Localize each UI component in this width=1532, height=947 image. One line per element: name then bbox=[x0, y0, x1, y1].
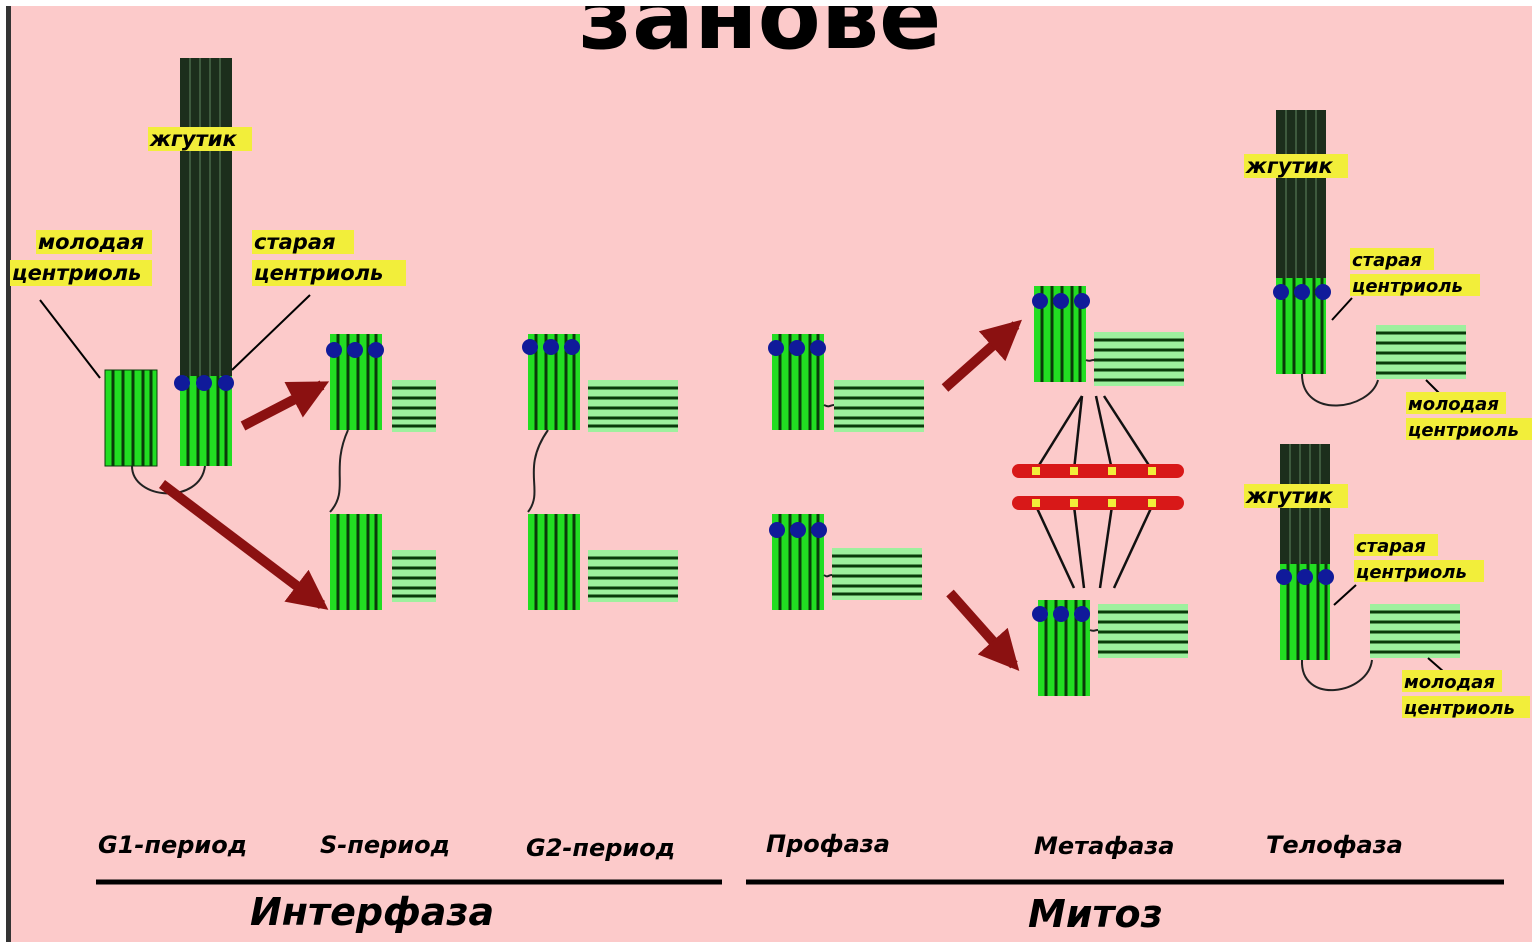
g2-stage bbox=[522, 334, 678, 610]
prophase-stage bbox=[768, 319, 1022, 671]
g1-stage: жгутик молодая центриоль старая центриол… bbox=[10, 58, 406, 610]
s-stage bbox=[326, 334, 436, 610]
flagellum-stripes bbox=[189, 58, 221, 376]
phase-label-g2: G2-период bbox=[526, 834, 675, 862]
metaphase-stage bbox=[1012, 286, 1188, 696]
centriole-pair-bottom bbox=[769, 514, 922, 610]
centriole-pair-top bbox=[768, 334, 924, 432]
chromosomes bbox=[1012, 464, 1184, 510]
centriole-pair-bottom bbox=[528, 514, 678, 610]
label-old-line1: старая bbox=[1356, 536, 1426, 557]
pointer-line bbox=[231, 294, 311, 371]
title-fragment: занове bbox=[0, 0, 1532, 70]
arrow-right bbox=[240, 380, 330, 431]
phase-label-telophase: Телофаза bbox=[1266, 831, 1403, 859]
linker-fiber bbox=[329, 429, 349, 513]
left-border-line bbox=[6, 6, 11, 942]
phase-label-s: S-период bbox=[320, 831, 450, 859]
basal-body-dots bbox=[174, 375, 234, 391]
phase-label-metaphase: Метафаза bbox=[1034, 832, 1174, 860]
phase-label-g1: G1-период bbox=[98, 831, 247, 859]
group-label-mitosis: Митоз bbox=[1028, 892, 1163, 936]
flagellum bbox=[1276, 110, 1326, 292]
label-young-line2: центриоль bbox=[1408, 420, 1519, 441]
label-young-line2: центриоль bbox=[1404, 698, 1515, 719]
label-young-line2: центриоль bbox=[12, 261, 141, 285]
label-young-line1: молодая bbox=[1404, 672, 1495, 693]
label-old-line2: центриоль bbox=[1356, 562, 1467, 583]
group-label-interphase: Интерфаза bbox=[250, 890, 494, 934]
phase-label-prophase: Профаза bbox=[766, 830, 890, 858]
arrow-up bbox=[941, 319, 1022, 392]
label-old-line1: старая bbox=[254, 230, 335, 254]
centriole-pair-top bbox=[522, 334, 678, 432]
label-flagellum: жгутик bbox=[1245, 154, 1333, 178]
spindle-pole-bottom bbox=[1032, 600, 1188, 696]
centriole-pair-bottom bbox=[330, 514, 436, 610]
label-young-line1: молодая bbox=[38, 230, 144, 254]
label-young-line1: молодая bbox=[1408, 394, 1499, 415]
phase-labels: G1-период S-период G2-период Профаза Мет… bbox=[98, 830, 1403, 862]
spindle-pole-top bbox=[1032, 286, 1184, 386]
svg-text:занове: занове bbox=[579, 0, 942, 70]
label-old-line2: центриоль bbox=[254, 261, 383, 285]
flagellum bbox=[1280, 444, 1330, 578]
arrow-down bbox=[158, 480, 329, 610]
daughter-cell-bottom: жгутик старая центриоль молодая центриол… bbox=[1244, 444, 1530, 719]
label-old-line1: старая bbox=[1352, 250, 1422, 271]
pointer-line bbox=[39, 299, 101, 379]
centriole-pair-top bbox=[326, 334, 436, 432]
label-old-line2: центриоль bbox=[1352, 276, 1463, 297]
flagellum bbox=[180, 58, 232, 376]
telophase-stage: жгутик старая центриоль молодая центриол… bbox=[1244, 110, 1532, 719]
arrow-down bbox=[946, 589, 1020, 671]
spindle-fibers bbox=[1034, 395, 1154, 589]
label-flagellum: жгутик bbox=[1245, 484, 1333, 508]
label-flagellum: жгутик bbox=[149, 127, 237, 151]
linker-fiber bbox=[527, 429, 549, 513]
daughter-cell-top: жгутик старая центриоль молодая центриол… bbox=[1244, 110, 1532, 441]
